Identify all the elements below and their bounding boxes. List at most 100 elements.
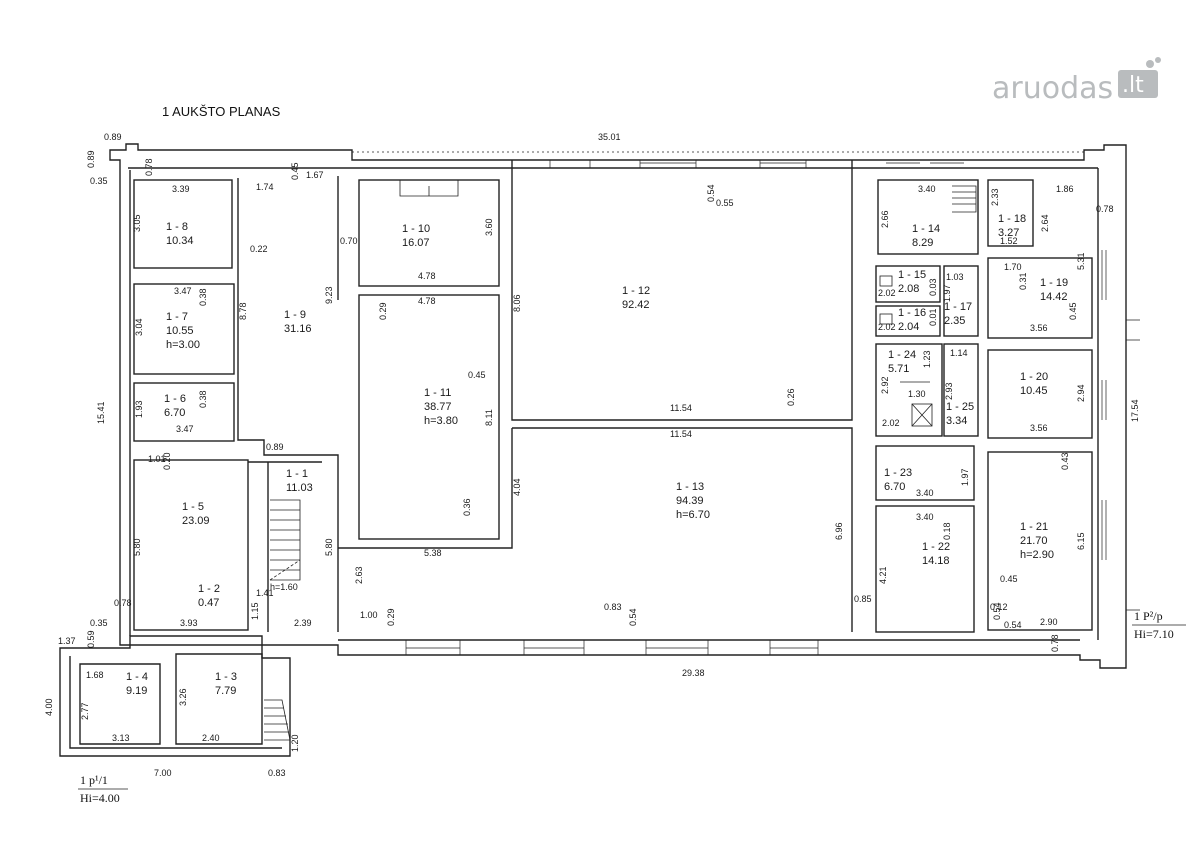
svg-text:0.29: 0.29 (386, 608, 396, 626)
svg-text:0.31: 0.31 (1018, 272, 1028, 290)
overall-width-dimension: 35.01 (598, 132, 621, 142)
room-label-1-2: 1 - 2 0.47 (198, 583, 220, 609)
svg-text:0.03: 0.03 (928, 278, 938, 296)
svg-text:3.34: 3.34 (946, 415, 967, 427)
svg-text:5.38: 5.38 (424, 548, 442, 558)
svg-text:1 - 15: 1 - 15 (898, 269, 926, 281)
room-label-1-6: 1 - 66.70 (164, 393, 186, 419)
svg-text:4.21: 4.21 (878, 566, 888, 584)
room-1-14-outline (877, 179, 979, 255)
svg-text:6.70: 6.70 (164, 407, 185, 419)
watermark-text: aruodas (992, 71, 1113, 106)
svg-text:3.47: 3.47 (176, 424, 194, 434)
room-1-15-outline (875, 265, 941, 303)
room-1-16-outline (875, 305, 941, 337)
svg-text:14.42: 14.42 (1040, 291, 1068, 303)
ventilation-shaft-icon (911, 403, 933, 427)
svg-text:1 - 19: 1 - 19 (1040, 277, 1068, 289)
room-label-1-4: 1 - 49.19 (126, 671, 148, 697)
room-1-5-outline (133, 459, 249, 631)
svg-text:1.68: 1.68 (86, 670, 104, 680)
svg-text:0.83: 0.83 (604, 602, 622, 612)
room-label-1-14: 1 - 148.29 (912, 223, 940, 249)
svg-text:3.60: 3.60 (484, 218, 494, 236)
svg-text:2.90: 2.90 (1040, 617, 1058, 627)
svg-text:0.54: 0.54 (992, 602, 1002, 620)
svg-text:1.30: 1.30 (908, 389, 926, 399)
svg-text:1 - 22: 1 - 22 (922, 541, 950, 553)
svg-text:4.04: 4.04 (512, 478, 522, 496)
svg-text:2.02: 2.02 (878, 288, 896, 298)
watermark-dot-icon (1146, 60, 1154, 68)
svg-text:2.66: 2.66 (880, 210, 890, 228)
svg-text:1 - 18: 1 - 18 (998, 213, 1026, 225)
svg-text:h=6.70: h=6.70 (676, 509, 710, 521)
room-1-10-outline (358, 179, 500, 287)
svg-text:1 - 21: 1 - 21 (1020, 521, 1048, 533)
svg-text:0.45: 0.45 (1068, 302, 1078, 320)
svg-text:11.54: 11.54 (670, 403, 692, 413)
outer-walls (59, 143, 1127, 757)
staircase-icon (269, 499, 301, 581)
svg-text:3.26: 3.26 (178, 688, 188, 706)
svg-text:1.97: 1.97 (960, 468, 970, 486)
svg-text:31.16: 31.16 (284, 323, 312, 335)
svg-text:1 - 16: 1 - 16 (898, 307, 926, 319)
svg-text:1.41: 1.41 (256, 588, 274, 598)
svg-text:16.07: 16.07 (402, 237, 430, 249)
svg-text:0.38: 0.38 (198, 288, 208, 306)
stair-and-fixtures (264, 185, 977, 741)
bottom-width-dimension: 29.38 (682, 668, 705, 678)
room-1-25-outline (943, 343, 979, 437)
interior-dimensions: 3.39 3.05 0.78 3.47 3.04 0.38 1.93 0.38 … (80, 158, 1114, 752)
aruodas-watermark: aruodas .lt (992, 57, 1161, 106)
windows (405, 160, 1140, 655)
outer-dimensions: 35.01 29.38 15.41 17.54 0.89 0.89 0.35 1… (44, 132, 1140, 778)
room-labels: 1 - 111.03 1 - 20.47 1 - 37.79 1 - 49.19… (126, 213, 1068, 697)
room-label-1-9: 1 - 9 31.16 (284, 309, 312, 335)
room-label-1-15: 1 - 15 2.08 (898, 269, 926, 295)
room-1-17-outline (943, 265, 979, 337)
stair-height-note: h=1.60 (270, 582, 298, 592)
watermark-tld-badge (1118, 70, 1158, 98)
svg-text:0.22: 0.22 (250, 244, 268, 254)
room-label-1-18: 1 - 183.27 (998, 213, 1026, 239)
room-1-4-outline (79, 663, 161, 745)
svg-text:1 - 9: 1 - 9 (284, 309, 306, 321)
staircase-icon (264, 699, 291, 741)
svg-text:0.54: 0.54 (706, 184, 716, 202)
svg-text:0.01: 0.01 (928, 308, 938, 326)
svg-text:2.92: 2.92 (880, 376, 890, 394)
room-1-6-outline (133, 382, 235, 442)
svg-text:3.13: 3.13 (112, 733, 130, 743)
room-1-19-outline (987, 257, 1093, 339)
svg-text:8.11: 8.11 (484, 409, 494, 426)
svg-text:0.78: 0.78 (114, 598, 132, 608)
svg-text:3.04: 3.04 (134, 318, 144, 336)
room-1-8-outline (133, 179, 233, 269)
svg-text:5.80: 5.80 (324, 538, 334, 556)
svg-text:3.40: 3.40 (918, 184, 936, 194)
room-1-7-outline (133, 283, 235, 375)
room-1-23-outline (875, 445, 975, 501)
svg-text:5.71: 5.71 (888, 363, 909, 375)
svg-text:2.39: 2.39 (294, 618, 312, 628)
svg-text:1 - 11: 1 - 11 (424, 387, 451, 399)
room-1-11-outline (358, 294, 500, 540)
svg-text:0.55: 0.55 (716, 198, 734, 208)
svg-text:3.93: 3.93 (180, 618, 198, 628)
svg-text:10.55: 10.55 (166, 325, 194, 337)
svg-text:1 - 2: 1 - 2 (198, 583, 220, 595)
svg-text:0.43: 0.43 (1060, 452, 1070, 470)
svg-text:0.89: 0.89 (266, 442, 284, 452)
svg-text:0.47: 0.47 (198, 597, 219, 609)
svg-text:2.08: 2.08 (898, 283, 919, 295)
svg-text:10.45: 10.45 (1020, 385, 1048, 397)
svg-text:3.56: 3.56 (1030, 323, 1048, 333)
svg-text:1.74: 1.74 (256, 182, 274, 192)
svg-text:1 - 8: 1 - 8 (166, 221, 188, 233)
svg-text:1 - 17: 1 - 17 (944, 301, 972, 313)
